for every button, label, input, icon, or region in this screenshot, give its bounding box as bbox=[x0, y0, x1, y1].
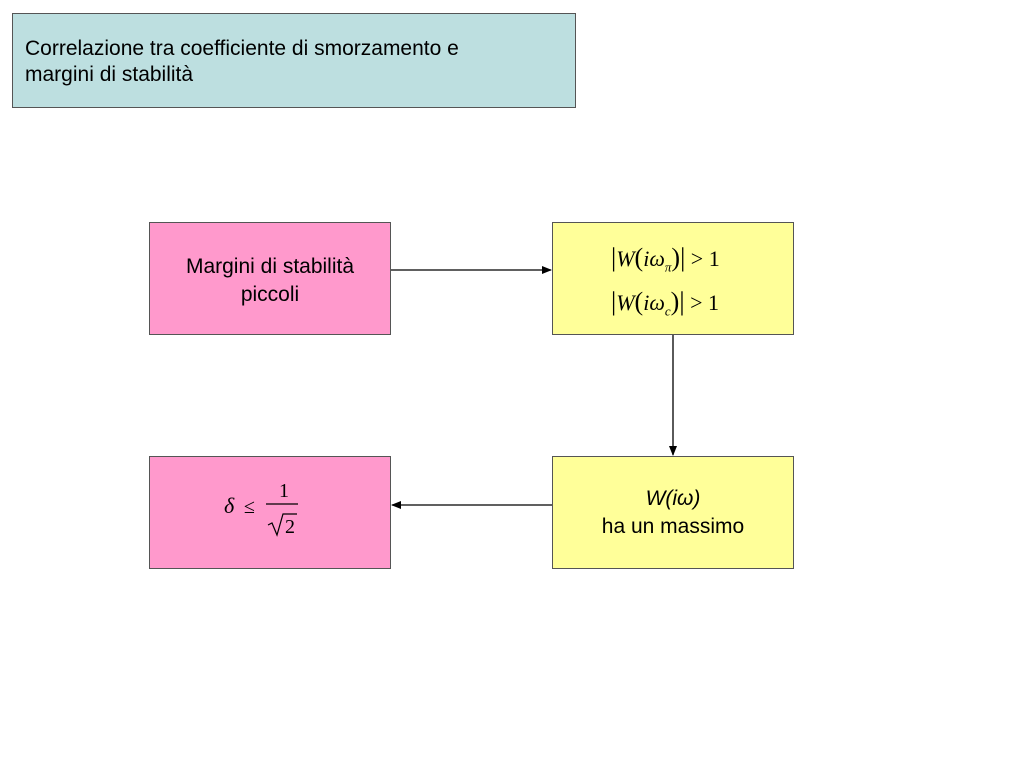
formula-w-omega-c: |W(iωc)| > 1 bbox=[611, 287, 719, 319]
formula-w-omega-pi: |W(iωπ)| > 1 bbox=[611, 243, 720, 275]
maximum-line-2: ha un massimo bbox=[601, 515, 745, 538]
sqrt-sign bbox=[267, 513, 297, 537]
title-line-1: Correlazione tra coefficiente di smorzam… bbox=[25, 37, 459, 60]
title-line-2: margini di stabilità bbox=[25, 63, 194, 86]
delta-symbol: δ bbox=[224, 493, 235, 518]
leq-symbol: ≤ bbox=[244, 496, 255, 518]
numerator: 1 bbox=[279, 480, 289, 502]
maximum-line-1: W(iω) bbox=[645, 487, 701, 510]
small-margins-line-1: Margini di stabilità bbox=[185, 255, 355, 278]
damping-bound-box: δ ≤ 1 2 bbox=[149, 456, 391, 569]
small-margins-line-2: piccoli bbox=[240, 283, 300, 306]
damping-formula: δ ≤ 1 2 bbox=[224, 480, 298, 538]
radicand: 2 bbox=[285, 516, 295, 538]
slide-title: Correlazione tra coefficiente di smorzam… bbox=[12, 13, 576, 108]
gain-condition-box: |W(iωπ)| > 1 |W(iωc)| > 1 bbox=[552, 222, 794, 335]
maximum-box: W(iω) ha un massimo bbox=[552, 456, 794, 569]
small-margins-box: Margini di stabilità piccoli bbox=[149, 222, 391, 335]
